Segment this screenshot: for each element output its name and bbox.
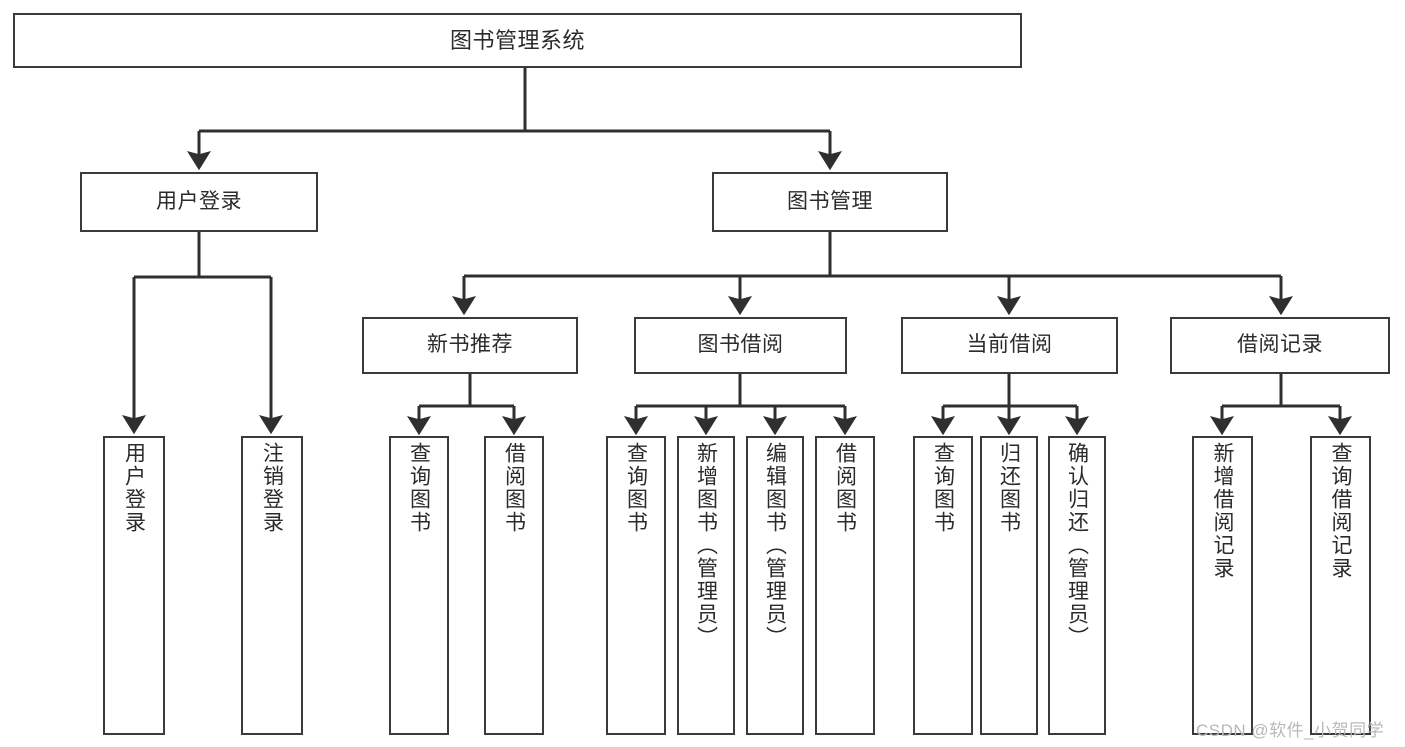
node-leaf-user-login[interactable]: 用户登录: [103, 436, 165, 735]
node-leaf-edit-book[interactable]: 编辑图书（管理员）: [746, 436, 804, 735]
node-borrow-record-label: 借阅记录: [1237, 333, 1323, 357]
node-book-borrow[interactable]: 图书借阅: [634, 317, 847, 374]
node-leaf-return-book[interactable]: 归还图书: [980, 436, 1038, 735]
node-book-management[interactable]: 图书管理: [712, 172, 948, 232]
node-leaf-add-book-label: 新增图书（管理员）: [694, 442, 718, 649]
node-leaf-add-book[interactable]: 新增图书（管理员）: [677, 436, 735, 735]
node-new-book-recommend-label: 新书推荐: [427, 333, 513, 357]
node-current-borrow-label: 当前借阅: [966, 333, 1053, 357]
node-leaf-borrow-book-2[interactable]: 借阅图书: [815, 436, 875, 735]
node-leaf-borrow-book-2-label: 借阅图书: [833, 442, 857, 534]
node-leaf-query-book-1[interactable]: 查询图书: [389, 436, 449, 735]
node-leaf-query-book-2-label: 查询图书: [624, 442, 648, 534]
node-leaf-borrow-book-1-label: 借阅图书: [502, 442, 526, 534]
node-root[interactable]: 图书管理系统: [13, 13, 1022, 68]
node-leaf-edit-book-label: 编辑图书（管理员）: [763, 442, 787, 649]
node-root-label: 图书管理系统: [449, 27, 585, 53]
node-user-login[interactable]: 用户登录: [80, 172, 318, 232]
node-new-book-recommend[interactable]: 新书推荐: [362, 317, 578, 374]
node-leaf-return-book-label: 归还图书: [997, 442, 1021, 534]
node-leaf-logout-login[interactable]: 注销登录: [241, 436, 303, 735]
node-borrow-record[interactable]: 借阅记录: [1170, 317, 1390, 374]
node-leaf-query-book-2[interactable]: 查询图书: [606, 436, 666, 735]
node-leaf-logout-login-label: 注销登录: [260, 442, 284, 534]
node-leaf-add-record-label: 新增借阅记录: [1211, 442, 1234, 580]
csdn-watermark: CSDN @软件_小贺同学: [1196, 721, 1385, 740]
node-user-login-label: 用户登录: [156, 189, 242, 213]
node-book-borrow-label: 图书借阅: [697, 333, 784, 357]
node-leaf-confirm-return[interactable]: 确认归还（管理员）: [1048, 436, 1106, 735]
node-leaf-query-record-label: 查询借阅记录: [1329, 442, 1352, 580]
node-leaf-query-record[interactable]: 查询借阅记录: [1310, 436, 1371, 735]
node-book-management-label: 图书管理: [787, 189, 873, 213]
node-leaf-borrow-book-1[interactable]: 借阅图书: [484, 436, 544, 735]
node-leaf-query-book-3[interactable]: 查询图书: [913, 436, 973, 735]
node-leaf-add-record[interactable]: 新增借阅记录: [1192, 436, 1253, 735]
node-leaf-query-book-3-label: 查询图书: [931, 442, 955, 534]
node-leaf-confirm-return-label: 确认归还（管理员）: [1065, 442, 1089, 649]
node-leaf-query-book-1-label: 查询图书: [407, 442, 431, 534]
node-leaf-user-login-label: 用户登录: [122, 442, 146, 534]
node-current-borrow[interactable]: 当前借阅: [901, 317, 1118, 374]
